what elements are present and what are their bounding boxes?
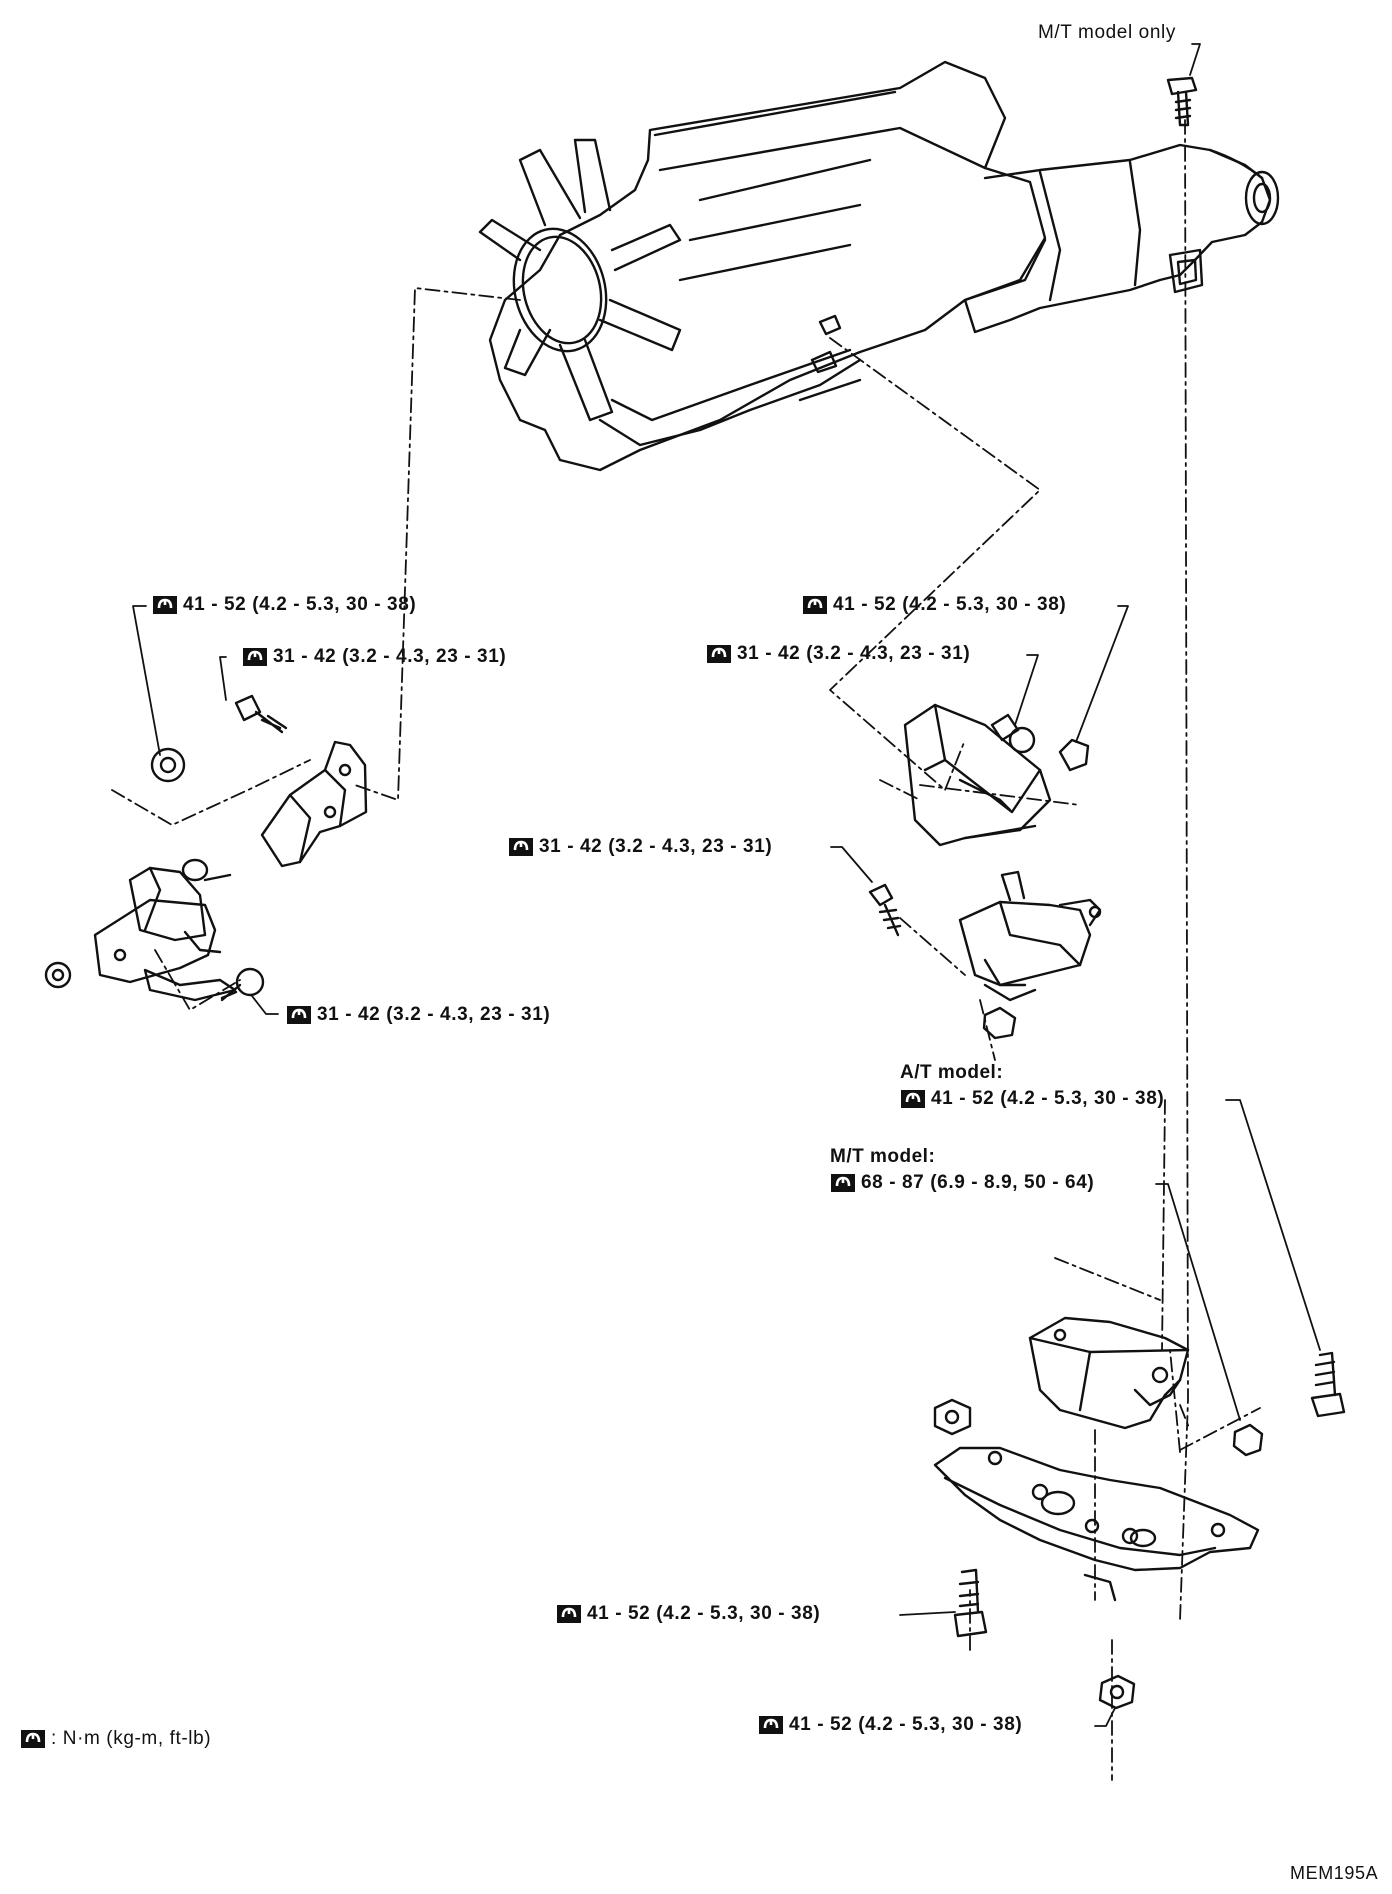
figure-code-text: MEM195A (1290, 1863, 1379, 1883)
torque-wrench-icon (242, 646, 268, 668)
engine-assembly (488, 60, 1047, 472)
alignment-lines (111, 119, 1261, 1781)
left-bolt-upper-torque: 31 - 42 (3.2 - 4.3, 23 - 31) (273, 646, 507, 667)
torque-wrench-icon (706, 643, 732, 665)
left-mount-insulator (93, 858, 237, 1002)
at-model-callout: 41 - 52 (4.2 - 5.3, 30 - 38) (900, 1088, 1164, 1110)
right-bolt-upper-torque: 31 - 42 (3.2 - 4.3, 23 - 31) (737, 643, 971, 664)
rear-nut-lower-callout: 41 - 52 (4.2 - 5.3, 30 - 38) (758, 1714, 1022, 1736)
at-model-torque: 41 - 52 (4.2 - 5.3, 30 - 38) (931, 1088, 1165, 1109)
torque-wrench-icon (830, 1172, 856, 1194)
right-bolt-lower-callout: 31 - 42 (3.2 - 4.3, 23 - 31) (508, 836, 772, 858)
left-mount-bracket (260, 740, 368, 868)
mt-only-stopper (1166, 76, 1198, 127)
right-mount-fasteners (868, 713, 1090, 1040)
left-nut-upper-torque: 41 - 52 (4.2 - 5.3, 30 - 38) (183, 594, 417, 615)
left-mount-fasteners (44, 694, 288, 1002)
mt-only-text: M/T model only (1038, 22, 1176, 43)
torque-wrench-icon (900, 1088, 926, 1110)
right-bolt-upper-callout: 31 - 42 (3.2 - 4.3, 23 - 31) (706, 643, 970, 665)
rear-bolt-lower-torque: 41 - 52 (4.2 - 5.3, 30 - 38) (587, 1603, 821, 1624)
torque-wrench-icon (556, 1603, 582, 1625)
torque-wrench-icon (20, 1728, 46, 1750)
unit-legend-text: : N·m (kg-m, ft-lb) (51, 1728, 212, 1749)
right-bolt-lower-torque: 31 - 42 (3.2 - 4.3, 23 - 31) (539, 836, 773, 857)
rear-crossmember (933, 1446, 1260, 1602)
right-mount-insulator (958, 870, 1102, 1002)
rear-nut-lower-torque: 41 - 52 (4.2 - 5.3, 30 - 38) (789, 1714, 1023, 1735)
right-mount-bracket (903, 703, 1052, 847)
torque-wrench-icon (758, 1714, 784, 1736)
mt-model-caption: M/T model: (830, 1146, 936, 1167)
figure-code: MEM195A (1290, 1862, 1378, 1884)
left-nut-upper-callout: 41 - 52 (4.2 - 5.3, 30 - 38) (152, 594, 416, 616)
mt-model-callout: 68 - 87 (6.9 - 8.9, 50 - 64) (830, 1172, 1094, 1194)
at-model-caption: A/T model: (900, 1062, 1004, 1083)
unit-legend: : N·m (kg-m, ft-lb) (20, 1728, 211, 1750)
torque-wrench-icon (802, 594, 828, 616)
mt-only-callout: M/T model only (1038, 22, 1176, 44)
torque-wrench-icon (152, 594, 178, 616)
right-nut-upper-torque: 41 - 52 (4.2 - 5.3, 30 - 38) (833, 594, 1067, 615)
rear-mount-fasteners (933, 1351, 1346, 1710)
left-bolt-lower-callout: 31 - 42 (3.2 - 4.3, 23 - 31) (286, 1004, 550, 1026)
rear-mount-insulator (1028, 1316, 1190, 1430)
rear-bolt-lower-callout: 41 - 52 (4.2 - 5.3, 30 - 38) (556, 1603, 820, 1625)
transmission-housing (963, 143, 1280, 334)
torque-wrench-icon (508, 836, 534, 858)
left-bolt-lower-torque: 31 - 42 (3.2 - 4.3, 23 - 31) (317, 1004, 551, 1025)
cooling-fan (478, 138, 682, 422)
leader-lines (132, 43, 1321, 1727)
right-nut-upper-callout: 41 - 52 (4.2 - 5.3, 30 - 38) (802, 594, 1066, 616)
mt-model-torque: 68 - 87 (6.9 - 8.9, 50 - 64) (861, 1172, 1095, 1193)
torque-wrench-icon (286, 1004, 312, 1026)
left-bolt-upper-callout: 31 - 42 (3.2 - 4.3, 23 - 31) (242, 646, 506, 668)
